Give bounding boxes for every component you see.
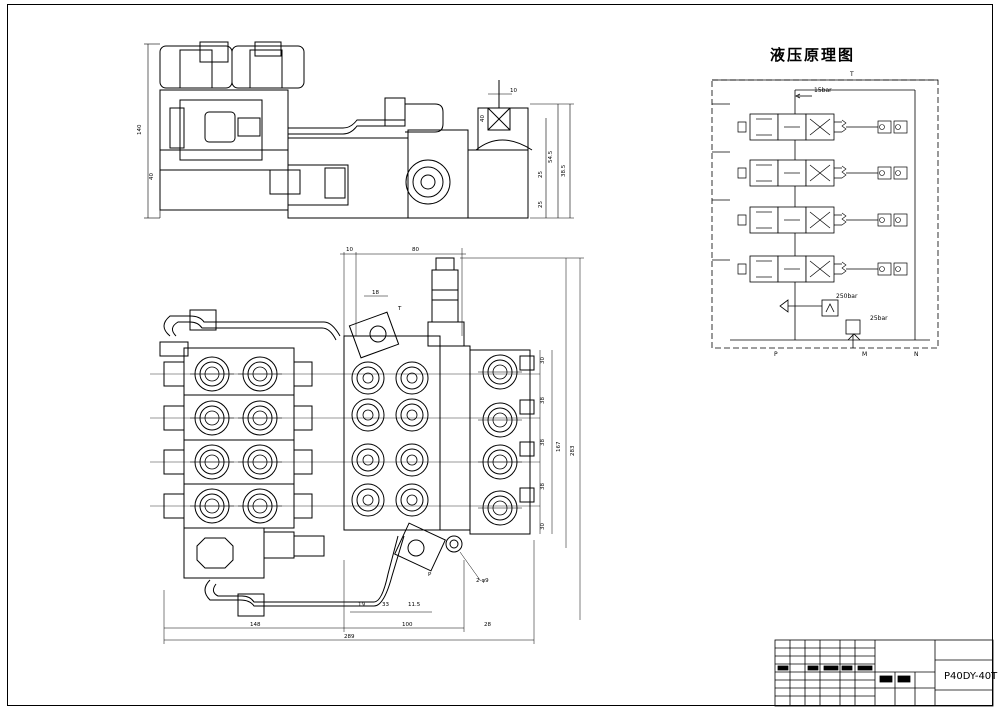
front-view [150,248,584,644]
dim-33: 33 [382,602,389,608]
schematic-title: 液压原理图 [770,46,856,64]
schematic-port-p: P [774,351,778,358]
dim-top: 10 [510,88,517,94]
dim-385: 38.5 [561,164,567,177]
schematic-port-m: M [862,351,867,358]
schematic-port-n: N [914,351,919,358]
dim-10: 10 [346,247,353,253]
dim-545: 54.5 [548,150,554,163]
dim-18: 18 [372,290,379,296]
dim-140: 140 [137,124,143,135]
dim-283: 283 [570,445,576,456]
drawing-frame [7,4,993,706]
dim-30a: 30 [540,357,546,364]
front-view-dims: 10 80 18 T 30 38 38 38 30 167 283 19 33 … [250,247,576,640]
dim-148: 148 [250,622,261,628]
dim-100: 100 [402,622,413,628]
side-view [144,41,574,219]
dim-38c: 38 [540,483,546,490]
dim-28: 28 [484,622,491,628]
dim-s1: 25 [538,171,544,178]
dim-80: 80 [412,247,419,253]
side-view-dims: 140 40 10 40 54.5 38.5 25 25 [137,88,567,208]
hole-label: 2-φ9 [476,578,489,584]
hydraulic-schematic [711,79,939,349]
dim-h1: 40 [149,173,155,180]
schematic-labels: T 15bar 250bar 25bar P M N [774,71,919,358]
dim-30b: 30 [540,523,546,530]
dim-19: 19 [358,602,365,608]
port-p-label: P [428,572,432,578]
model-number: P40DY-40T [944,671,998,682]
dim-38b: 38 [540,439,546,446]
dim-167: 167 [556,441,562,452]
dim-38a: 38 [540,397,546,404]
title-block [774,639,994,707]
relief-main: 250bar [836,293,858,300]
dim-289: 289 [344,634,355,640]
relief-secondary: 25bar [870,315,888,322]
check-pressure: 15bar [814,87,832,94]
dim-h1b: 40 [480,115,486,122]
dim-11-5: 11.5 [408,602,421,608]
schematic-port-t: T [849,71,854,78]
port-t-label: T [397,306,402,312]
dim-s2: 25 [538,201,544,208]
